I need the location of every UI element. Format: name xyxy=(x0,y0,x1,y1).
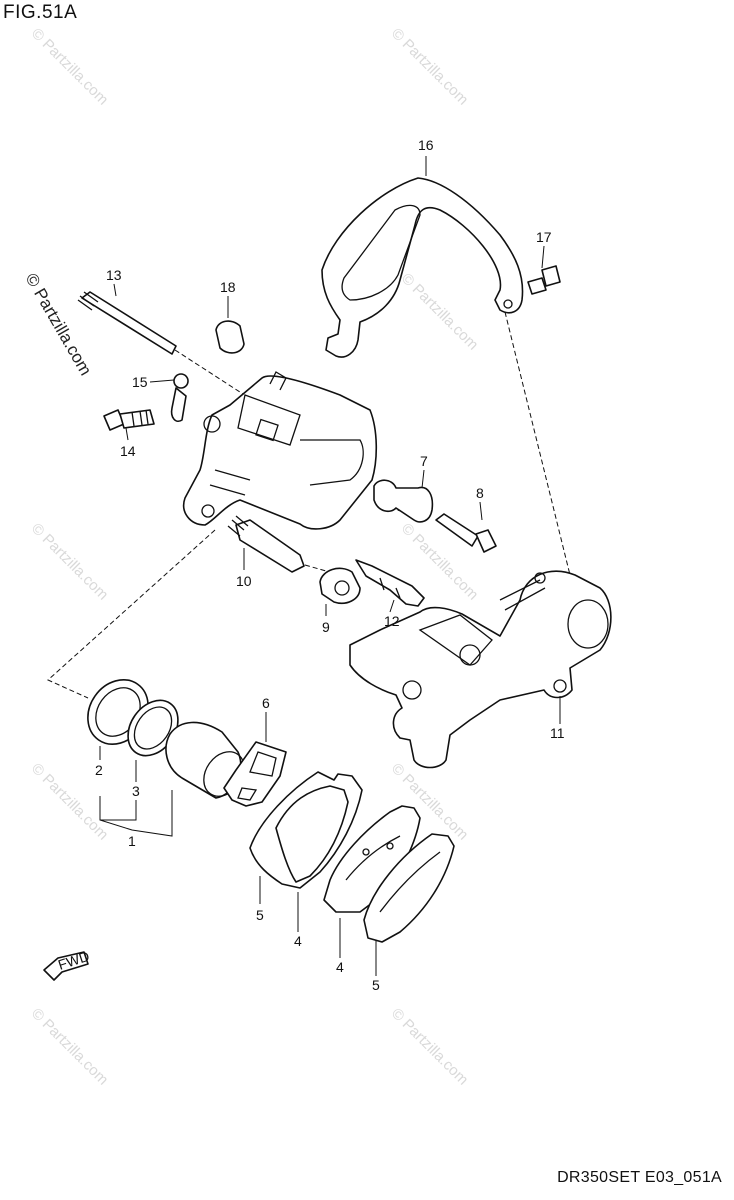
part-9-boot xyxy=(319,567,361,604)
part-number-labels: 16 17 18 13 15 14 7 8 10 9 12 11 6 2 3 1… xyxy=(95,137,565,993)
label-1: 1 xyxy=(128,833,136,849)
leader-lines xyxy=(99,156,561,976)
part-10-slide-pin xyxy=(227,515,305,573)
label-4: 4 xyxy=(294,933,302,949)
part-12-pad-spring xyxy=(355,559,425,607)
label-12: 12 xyxy=(384,613,400,629)
label-18: 18 xyxy=(220,279,236,295)
part-17-bolt xyxy=(527,265,561,295)
label-4: 4 xyxy=(336,959,344,975)
label-14: 14 xyxy=(120,443,136,459)
label-9: 9 xyxy=(322,619,330,635)
part-7-sleeve xyxy=(373,479,434,523)
label-5: 5 xyxy=(372,977,380,993)
label-3: 3 xyxy=(132,783,140,799)
part-16-bracket-plate xyxy=(321,177,524,358)
part-4-brake-pad xyxy=(275,785,349,883)
label-15: 15 xyxy=(132,374,148,390)
label-8: 8 xyxy=(476,485,484,501)
figure-code: DR350SET E03_051A xyxy=(557,1169,722,1186)
alignment-line xyxy=(47,529,216,699)
label-6: 6 xyxy=(262,695,270,711)
part-11-caliper-bracket xyxy=(349,570,612,769)
part-8-bolt xyxy=(435,513,497,553)
part-5-brake-pad xyxy=(363,833,455,943)
alignment-line xyxy=(504,311,571,576)
caliper-body xyxy=(183,371,378,530)
label-2: 2 xyxy=(95,762,103,778)
part-6-pad-shim xyxy=(223,741,287,807)
label-5: 5 xyxy=(256,907,264,923)
figure-title: FIG.51A xyxy=(3,2,78,23)
part-14-bleeder-valve xyxy=(103,409,155,431)
label-16: 16 xyxy=(418,137,434,153)
part-15-bleeder-cap xyxy=(170,373,189,423)
part-18-cap xyxy=(215,320,245,354)
label-11: 11 xyxy=(550,725,565,741)
alignment-line xyxy=(304,564,341,576)
label-10: 10 xyxy=(236,573,252,589)
label-7: 7 xyxy=(420,453,428,469)
label-17: 17 xyxy=(536,229,552,245)
label-13: 13 xyxy=(106,267,122,283)
forward-direction-arrow: FWD xyxy=(43,948,91,981)
part-13-pin xyxy=(77,291,177,355)
